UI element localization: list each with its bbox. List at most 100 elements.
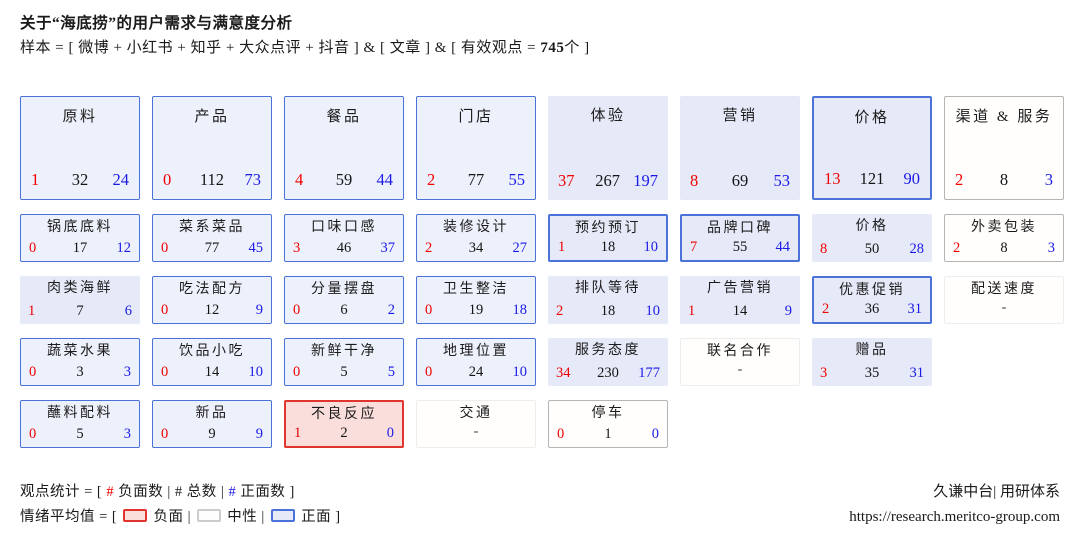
total-count: 36 xyxy=(864,301,880,317)
category-card[interactable]: 联名合作- xyxy=(680,338,800,386)
sample-prefix: 样本 = [ 微博 + 小红书 + 知乎 + 大众点评 + 抖音 ] & [ 文… xyxy=(20,40,541,56)
report-footer: 观点统计 = [ # 负面数 | # 总数 | # 正面数 ] 情绪平均值 = … xyxy=(20,480,1060,530)
category-card[interactable]: 交通- xyxy=(416,400,536,448)
total-count: 3 xyxy=(76,364,84,380)
category-label: 餐品 xyxy=(326,109,362,125)
negative-hash: # xyxy=(106,484,115,500)
negative-count: 2 xyxy=(556,303,564,319)
total-count: 59 xyxy=(335,170,353,189)
category-label: 蔬菜水果 xyxy=(47,344,113,359)
total-count: 9 xyxy=(208,426,216,442)
category-label: 服务态度 xyxy=(575,343,641,358)
category-stats: 0 3 3 xyxy=(21,363,139,385)
positive-label: 正面 ] xyxy=(296,509,341,525)
category-label: 外卖包装 xyxy=(971,220,1037,235)
category-label: 交通 xyxy=(459,406,493,421)
total-count: 2 xyxy=(340,425,348,441)
negative-count: 37 xyxy=(558,171,575,190)
total-count: 18 xyxy=(600,303,616,319)
positive-count: 177 xyxy=(638,365,660,381)
legend: 观点统计 = [ # 负面数 | # 总数 | # 正面数 ] 情绪平均值 = … xyxy=(20,480,341,530)
positive-count: 3 xyxy=(123,426,131,442)
negative-count: 0 xyxy=(161,426,169,442)
category-card[interactable]: 蔬菜水果 0 3 3 xyxy=(20,338,140,386)
positive-count: 3 xyxy=(123,364,131,380)
positive-count: 0 xyxy=(386,425,394,441)
negative-count: 8 xyxy=(820,241,828,257)
sentiment-legend: 情绪平均值 = [ 负面 | 中性 | 正面 ] xyxy=(20,505,341,530)
category-label: 预约预订 xyxy=(575,221,641,236)
positive-count: 10 xyxy=(645,303,661,319)
category-label: 价格 xyxy=(854,110,890,126)
negative-count: 1 xyxy=(688,303,696,319)
total-count: 34 xyxy=(468,240,484,256)
negative-count: 0 xyxy=(29,364,37,380)
category-label: 配送速度 xyxy=(971,282,1037,297)
category-label: 吃法配方 xyxy=(179,282,245,297)
positive-count: 0 xyxy=(651,426,659,442)
positive-count: 44 xyxy=(376,170,394,189)
negative-count-label: 负面数 | xyxy=(114,484,175,500)
positive-count: 6 xyxy=(124,303,132,319)
category-label: 菜系菜品 xyxy=(179,220,245,235)
total-count: 18 xyxy=(600,239,616,255)
category-card[interactable]: 配送速度- xyxy=(944,276,1064,324)
negative-count: 0 xyxy=(293,302,301,318)
negative-count: 1 xyxy=(31,170,40,189)
total-count: 14 xyxy=(204,364,220,380)
category-label: 停车 xyxy=(591,406,625,421)
positive-count: 10 xyxy=(248,364,264,380)
total-count: 8 xyxy=(999,170,1009,189)
negative-count: 3 xyxy=(820,365,828,381)
category-label: 营销 xyxy=(722,108,758,124)
total-count: 7 xyxy=(76,303,84,319)
positive-count: 18 xyxy=(512,302,528,318)
total-count: 5 xyxy=(76,426,84,442)
neutral-label: 中性 | xyxy=(223,509,269,525)
category-label: 品牌口碑 xyxy=(707,221,773,236)
positive-count: 53 xyxy=(773,171,791,190)
stats-legend: 观点统计 = [ # 负面数 | # 总数 | # 正面数 ] xyxy=(20,480,341,505)
